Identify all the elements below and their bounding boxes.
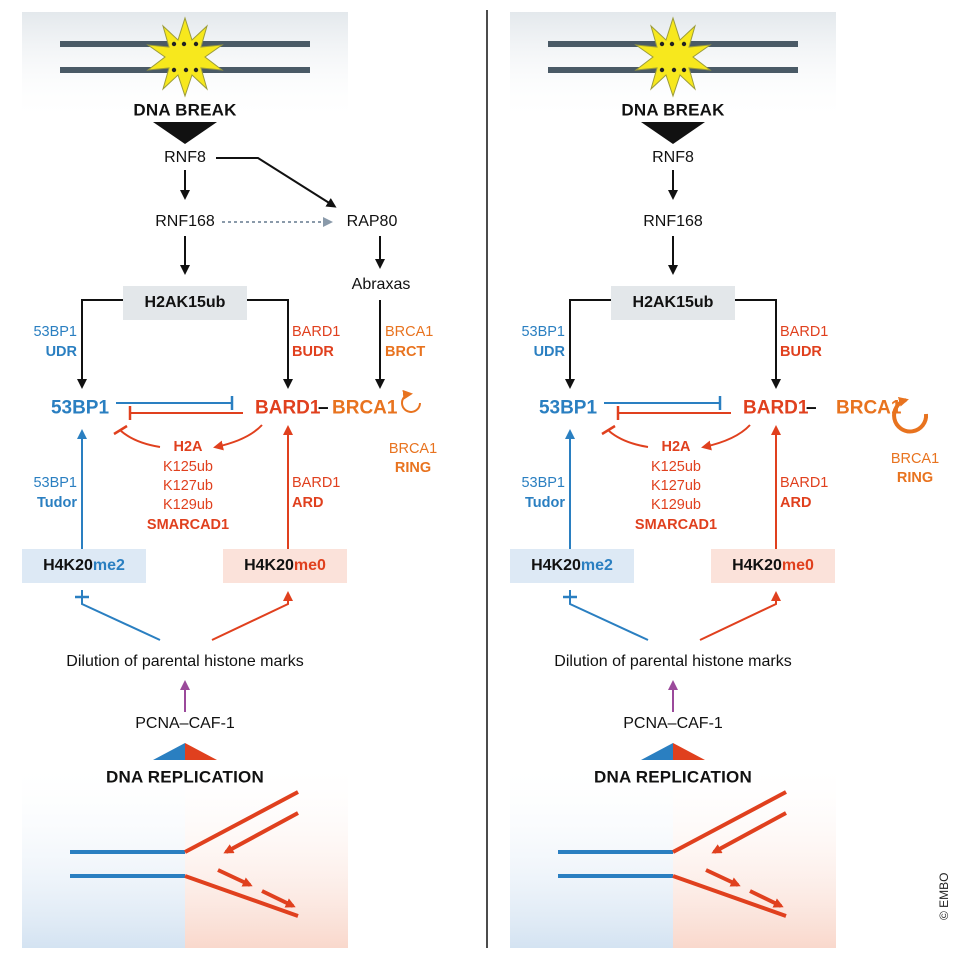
dilution-label: Dilution of parental histone marks: [554, 653, 792, 670]
h4k20me0-box: [711, 549, 835, 583]
brca1-self-arrow-icon: [892, 396, 929, 434]
h4k20me2-label: H4K20me2: [531, 557, 613, 574]
rnf8-label: RNF8: [652, 149, 694, 166]
rnf168-label: RNF168: [643, 213, 703, 230]
ard-protein-label: BARD1: [292, 474, 341, 491]
ring-protein-label: BRCA1: [388, 440, 438, 457]
h2ak15ub-box: [611, 286, 735, 320]
h4k20me2-label: H4K20me2: [43, 557, 125, 574]
replication-fork-icon: [70, 790, 299, 918]
udr-protein-label: 53BP1: [521, 323, 565, 340]
dilution-label: Dilution of parental histone marks: [66, 653, 304, 670]
break-burst-icon: [146, 16, 224, 98]
h2ak15ub-label: H2AK15ub: [144, 294, 226, 311]
ard-domain-label: ARD: [292, 494, 324, 511]
brct-domain-label: BRCT: [385, 343, 426, 360]
replication-fork-icon: [558, 790, 787, 918]
tudor-domain-label: Tudor: [37, 494, 77, 511]
udr-domain-label: UDR: [533, 343, 565, 360]
h4k20me2-box: [510, 549, 634, 583]
h2ak15ub-label: H2AK15ub: [632, 294, 714, 311]
node-53bp1: 53BP1: [50, 397, 110, 419]
dna-replication-label: DNA REPLICATION: [594, 767, 752, 787]
h4k20me2-box: [22, 549, 146, 583]
ard-domain-label: ARD: [780, 494, 812, 511]
tudor-domain-label: Tudor: [525, 494, 565, 511]
dna-break-label: DNA BREAK: [621, 100, 725, 120]
pcna-caf1-label: PCNA–CAF-1: [623, 715, 723, 732]
k127ub-label: K127ub: [651, 477, 701, 494]
node-bard1: BARD1: [743, 397, 809, 419]
h4k20me0-box: [223, 549, 347, 583]
rap80-label: RAP80: [346, 213, 398, 230]
k125ub-label: K125ub: [163, 458, 213, 475]
abraxas-label: Abraxas: [351, 276, 411, 293]
tudor-protein-label: 53BP1: [33, 474, 77, 491]
h2a-label: H2A: [173, 438, 203, 455]
dna-replication-label: DNA REPLICATION: [106, 767, 264, 787]
h4k20me0-label: H4K20me0: [244, 557, 326, 574]
h2a-label: H2A: [661, 438, 691, 455]
ring-domain-label: RING: [394, 459, 432, 476]
h4k20me0-label: H4K20me0: [732, 557, 814, 574]
replication-up-arrow-icon: [153, 743, 185, 760]
ring-domain-label: RING: [896, 469, 934, 486]
replication-background-red: [185, 760, 348, 948]
dna-break-label: DNA BREAK: [133, 100, 237, 120]
replication-up-arrow-red-icon: [185, 743, 217, 760]
panel-left: [22, 12, 421, 948]
node-dash: –: [806, 397, 817, 419]
panel-right: [510, 12, 929, 948]
rnf8-label: RNF8: [164, 149, 206, 166]
udr-domain-label: UDR: [45, 343, 77, 360]
budr-protein-label: BARD1: [780, 323, 829, 340]
ring-protein-label: BRCA1: [890, 450, 940, 467]
broken-dna-icon: [548, 16, 798, 98]
copyright-label: © EMBO: [937, 872, 951, 920]
k125ub-label: K125ub: [651, 458, 701, 475]
smarcad1-label: SMARCAD1: [146, 516, 230, 533]
brca1-self-arrow-icon: [401, 389, 421, 413]
replication-up-arrow-icon: [641, 743, 673, 760]
budr-domain-label: BUDR: [292, 343, 334, 360]
break-down-arrow-icon: [641, 122, 705, 144]
brct-protein-label: BRCA1: [385, 323, 434, 340]
node-bard1: BARD1: [255, 397, 321, 419]
ard-protein-label: BARD1: [780, 474, 829, 491]
k129ub-label: K129ub: [163, 496, 213, 513]
h2ak15ub-box: [123, 286, 247, 320]
break-burst-icon: [634, 16, 712, 98]
broken-dna-icon: [60, 16, 310, 98]
k127ub-label: K127ub: [163, 477, 213, 494]
node-dash: –: [318, 397, 329, 419]
break-down-arrow-icon: [153, 122, 217, 144]
node-53bp1: 53BP1: [538, 397, 598, 419]
smarcad1-label: SMARCAD1: [634, 516, 718, 533]
node-brca1: BRCA1: [836, 397, 902, 419]
replication-up-arrow-red-icon: [673, 743, 705, 760]
k129ub-label: K129ub: [651, 496, 701, 513]
rnf168-label: RNF168: [155, 213, 215, 230]
budr-domain-label: BUDR: [780, 343, 822, 360]
udr-protein-label: 53BP1: [33, 323, 77, 340]
budr-protein-label: BARD1: [292, 323, 341, 340]
node-brca1: BRCA1: [332, 397, 398, 419]
tudor-protein-label: 53BP1: [521, 474, 565, 491]
replication-background-red: [673, 760, 836, 948]
pcna-caf1-label: PCNA–CAF-1: [135, 715, 235, 732]
